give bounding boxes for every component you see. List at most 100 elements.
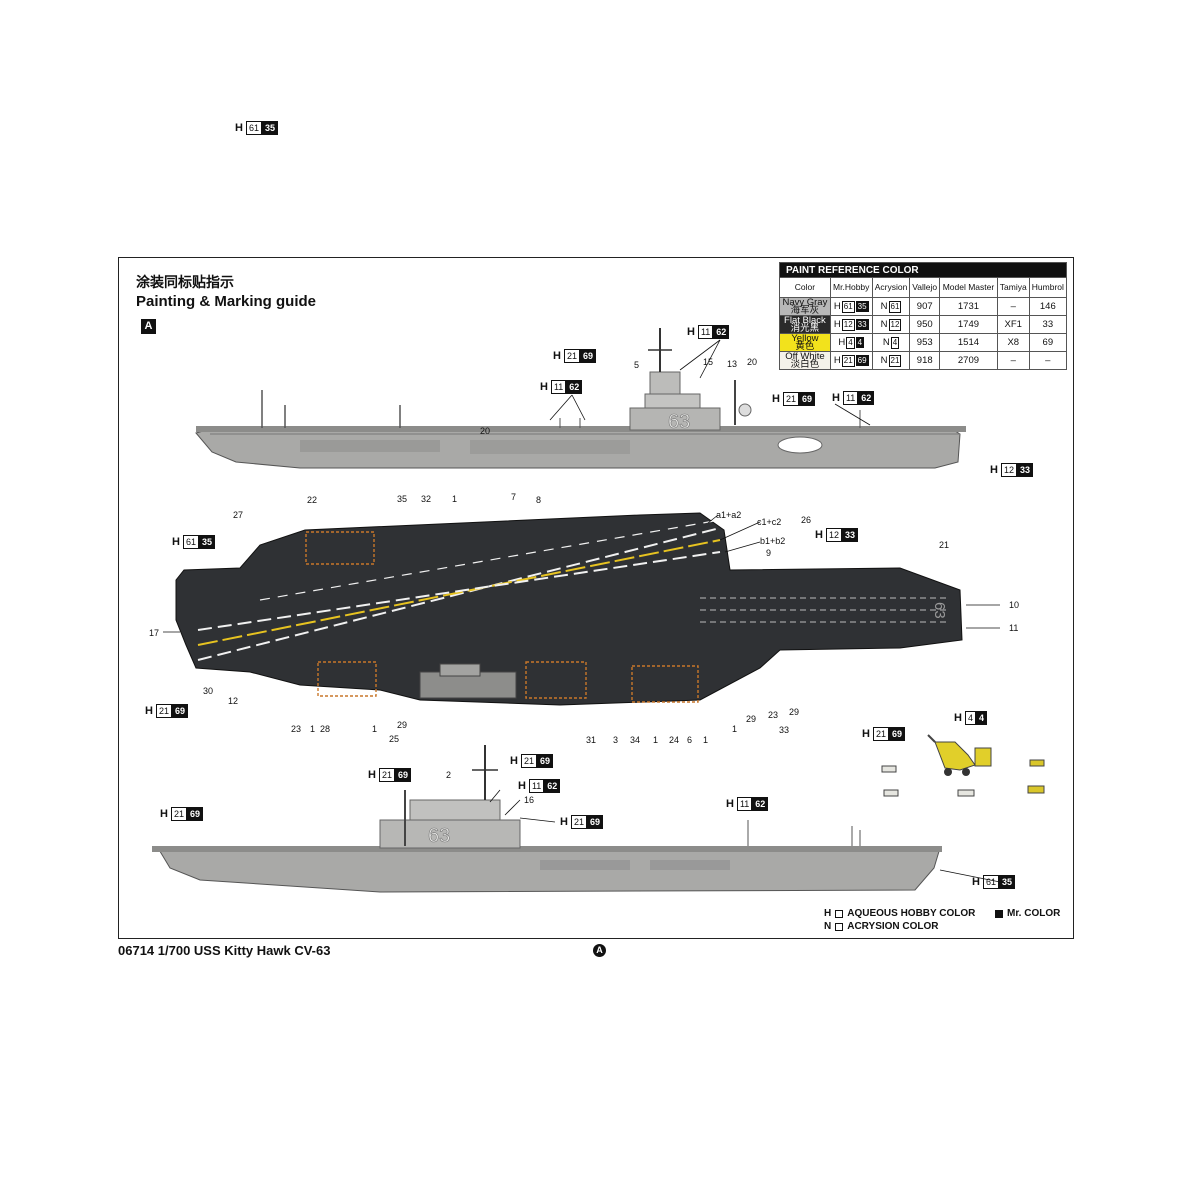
vallejo-cell: 918 <box>909 351 941 370</box>
part-number: 31 <box>586 735 597 745</box>
part-number: 20 <box>480 426 491 436</box>
guide-sheet-frame <box>118 257 1074 939</box>
part-number: 8 <box>536 495 542 505</box>
paint-reference-table: PAINT REFERENCE COLOR Color Mr.Hobby Acr… <box>779 262 1068 370</box>
part-number: 3 <box>613 735 619 745</box>
legend-box-icon <box>835 922 844 931</box>
part-number: 28 <box>320 724 331 734</box>
model-master-cell: 1731 <box>939 297 998 316</box>
legend-black-box-icon <box>995 909 1003 918</box>
bottom-side-profile: 63 <box>152 745 942 893</box>
part-number: 32 <box>421 494 432 504</box>
part-number: a1+a2 <box>716 510 742 520</box>
part-number: 30 <box>203 686 214 696</box>
deck-vehicles <box>881 734 1045 797</box>
legend-mr-color: Mr. COLOR <box>995 908 1060 919</box>
part-number: 10 <box>1009 600 1020 610</box>
part-number: 1 <box>310 724 316 734</box>
part-number: 29 <box>789 707 800 717</box>
part-number: 24 <box>669 735 680 745</box>
part-number: c1+c2 <box>757 517 782 527</box>
part-number: 23 <box>768 710 779 720</box>
footer-letter-badge: A <box>593 944 606 957</box>
part-number: 22 <box>307 495 318 505</box>
title-chinese: 涂装同标贴指示 <box>136 275 234 291</box>
part-number: 5 <box>634 360 640 370</box>
part-number: 15 <box>703 357 714 367</box>
product-title: 06714 1/700 USS Kitty Hawk CV-63 <box>118 943 331 958</box>
hull-number-bottom: 63 <box>428 825 450 847</box>
part-number: 25 <box>389 734 400 744</box>
part-number: 13 <box>727 359 738 369</box>
part-number: 1 <box>703 735 709 745</box>
part-number: 1 <box>372 724 378 734</box>
part-number: 1 <box>653 735 659 745</box>
legend-box-icon <box>835 909 844 918</box>
part-number: 21 <box>939 540 950 550</box>
flight-deck-plan: 63 <box>175 512 963 706</box>
part-number: 35 <box>397 494 408 504</box>
part-number: 16 <box>524 795 535 805</box>
part-number: 11 <box>1009 623 1019 633</box>
part-number: 23 <box>291 724 302 734</box>
part-number: 1 <box>452 494 458 504</box>
title-english: Painting & Marking guide <box>136 293 317 310</box>
part-number: 9 <box>766 548 772 558</box>
part-number: 29 <box>746 714 757 724</box>
part-number: 33 <box>779 725 790 735</box>
hull-number-deck: 63 <box>931 602 948 619</box>
humbrol-cell: – <box>1028 351 1068 370</box>
part-number: 29 <box>397 720 408 730</box>
part-number: 17 <box>149 628 160 638</box>
top-side-profile: 63 <box>195 328 966 469</box>
part-number: 2 <box>446 770 452 780</box>
part-number: 20 <box>747 357 758 367</box>
part-number: 7 <box>511 492 517 502</box>
part-number: b1+b2 <box>760 536 786 546</box>
part-number: 1 <box>732 724 738 734</box>
part-number: 12 <box>228 696 239 706</box>
sheet-letter-badge: A <box>141 319 156 334</box>
part-number: 26 <box>801 515 812 525</box>
hull-number-top: 63 <box>668 411 690 433</box>
part-number: 34 <box>630 735 641 745</box>
paint-table-title: PAINT REFERENCE COLOR <box>779 262 1067 278</box>
part-number: 27 <box>233 510 244 520</box>
model-master-cell: 2709 <box>939 351 998 370</box>
leader-lines <box>163 339 1001 883</box>
